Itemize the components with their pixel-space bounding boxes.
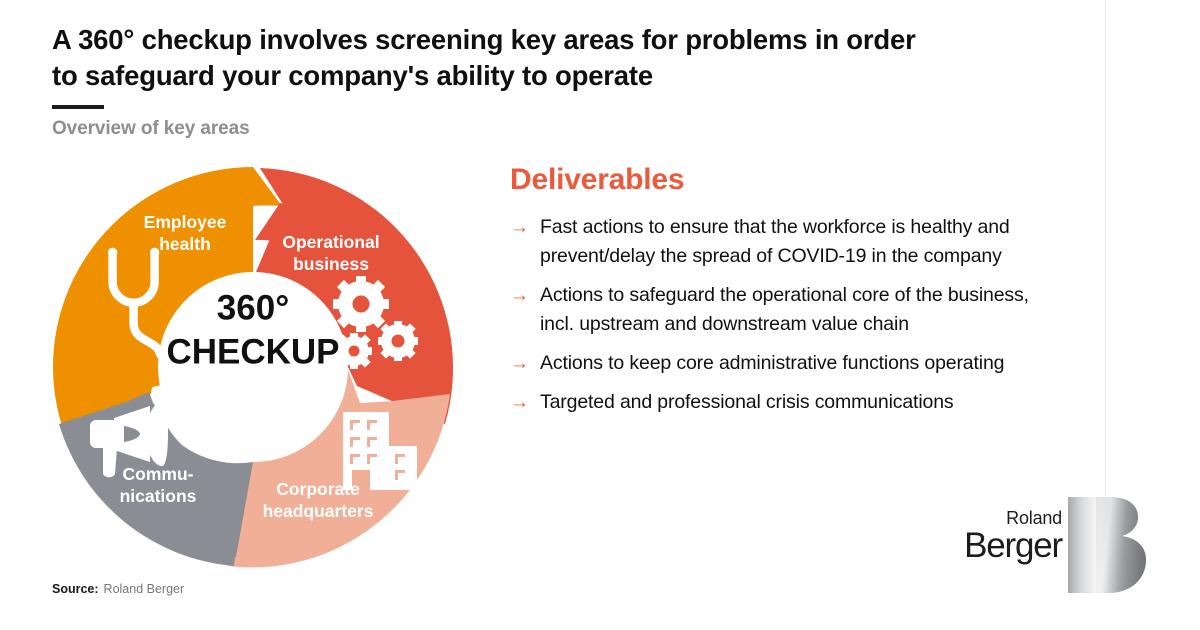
deliverable-item-4: → Targeted and professional crisis commu… [510, 388, 1050, 417]
source-line: Source: Roland Berger [52, 582, 184, 596]
source-label: Source: [52, 582, 99, 596]
donut-center-caption: CHECKUP [166, 332, 339, 371]
donut-segment-corporate-headquarters[interactable] [224, 370, 450, 568]
donut-center-hub [158, 272, 348, 462]
segment-shape-employee-health-fix [53, 167, 253, 432]
deliverable-item-3: → Actions to keep core administrative fu… [510, 349, 1050, 378]
logo-line-berger: Berger [964, 526, 1063, 565]
segment-label-corporate-headquarters-line2: headquarters [263, 501, 374, 521]
donut-segment-employee-health[interactable] [53, 164, 282, 432]
segment-label-communications-line1: Commu- [123, 464, 194, 484]
deliverables-panel: Deliverables → Fast actions to ensure th… [510, 163, 1050, 427]
roland-berger-logo: Roland Berger [945, 495, 1150, 595]
donut-segment-communications[interactable] [59, 392, 253, 566]
megaphone-icon [90, 402, 168, 478]
donut-center-value: 360° [217, 288, 289, 327]
deliverable-text: Actions to keep core administrative func… [540, 352, 1005, 374]
deliverable-text: Fast actions to ensure that the workforc… [540, 216, 1010, 267]
page-subtitle: Overview of key areas [52, 117, 250, 139]
checkup-donut-chart: 360° CHECKUP Employee health Operational… [48, 162, 458, 572]
source-value: Roland Berger [103, 582, 185, 596]
arrow-right-icon: → [510, 392, 529, 413]
title-underline-rule [52, 104, 104, 109]
arrow-right-icon: → [510, 285, 529, 306]
arrow-right-icon: → [510, 353, 529, 374]
segment-shape-corporate-headquarters-main [228, 374, 450, 568]
segment-label-communications-line2: nications [120, 486, 197, 506]
donut-segment-operational-business[interactable] [255, 168, 454, 424]
deliverables-title: Deliverables [510, 163, 685, 196]
logo-wordmark: Roland Berger [964, 508, 1063, 565]
logo-b-mark-icon [1068, 497, 1146, 593]
right-edge-divider [1105, 0, 1106, 495]
segment-label-operational-business-line1: Operational [282, 232, 379, 252]
segment-label-employee-health-line2: health [159, 234, 211, 254]
deliverable-item-1: → Fast actions to ensure that the workfo… [510, 213, 1050, 271]
donut-svg: 360° CHECKUP Employee health Operational… [53, 164, 454, 568]
deliverable-text: Actions to safeguard the operational cor… [540, 284, 1029, 335]
segment-label-operational-business-line2: business [293, 254, 369, 274]
page-title: A 360° checkup involves screening key ar… [52, 24, 916, 91]
deliverable-item-2: → Actions to safeguard the operational c… [510, 281, 1050, 339]
segment-label-corporate-headquarters-line1: Corporate [276, 479, 360, 499]
header: A 360° checkup involves screening key ar… [52, 22, 932, 140]
deliverable-text: Targeted and professional crisis communi… [540, 391, 954, 413]
arrow-right-icon: → [510, 217, 529, 238]
logo-line-roland: Roland [1006, 508, 1062, 528]
office-building-icon [343, 412, 417, 490]
segment-label-employee-health-line1: Employee [144, 212, 227, 232]
